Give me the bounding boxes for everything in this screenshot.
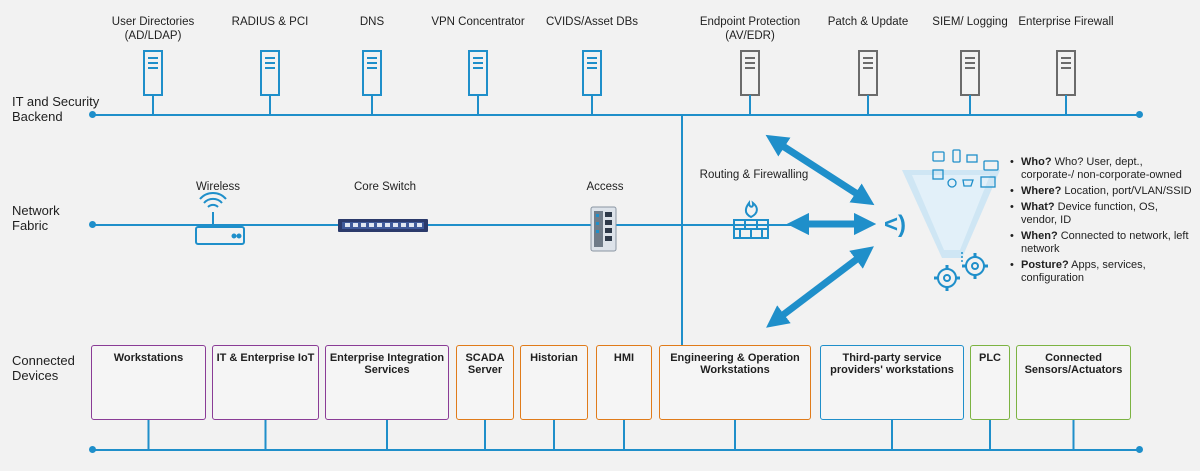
- backend-label-7: SIEM/ Logging: [932, 16, 1008, 28]
- device-group-label: SCADA Server: [465, 352, 505, 376]
- row-label-fabric: Network Fabric: [12, 203, 60, 233]
- backend-bus-start-dot: [89, 111, 96, 118]
- fabric-label-access: Access: [586, 181, 624, 193]
- backend-bus-line: [92, 114, 1140, 116]
- devices-bus-end-dot: [1136, 446, 1143, 453]
- device-group-box: Historian: [520, 345, 588, 420]
- device-group-label: Workstations: [113, 352, 184, 364]
- firewall-icon: [733, 200, 769, 239]
- device-group-label: HMI: [613, 352, 635, 364]
- funnel-symbol: <): [884, 211, 907, 238]
- backend-bus-end-dot: [1136, 111, 1143, 118]
- fabric-bus-start-dot: [89, 221, 96, 228]
- backend-label-5: Endpoint Protection (AV/EDR): [699, 16, 801, 42]
- core-switch-icon: [338, 219, 428, 232]
- device-group-label: Connected Sensors/Actuators: [1024, 352, 1123, 376]
- arrow-to-devices: [766, 246, 874, 328]
- server-icon: [143, 50, 163, 114]
- server-icon: [468, 50, 488, 114]
- server-icon: [960, 50, 980, 114]
- server-icon: [740, 50, 760, 114]
- device-group-label: Engineering & Operation Workstations: [670, 352, 800, 376]
- backend-label-8: Enterprise Firewall: [1018, 16, 1114, 28]
- device-group-label: IT & Enterprise IoT: [216, 352, 315, 364]
- server-icon: [260, 50, 280, 114]
- arrow-to-backend: [765, 134, 875, 206]
- device-group-box: PLC: [970, 345, 1010, 420]
- device-group-label: Enterprise Integration Services: [329, 352, 445, 376]
- backend-label-3: VPN Concentrator: [431, 16, 525, 28]
- row-label-backend: IT and Security Backend: [12, 94, 100, 124]
- fabric-label-core-switch: Core Switch: [354, 181, 416, 193]
- device-group-label: Third-party service providers' workstati…: [830, 352, 954, 376]
- backend-label-2: DNS: [359, 16, 385, 28]
- device-group-box: Engineering & Operation Workstations: [659, 345, 811, 420]
- context-bullets: •Who? Who? User, dept., corporate-/ non-…: [1010, 156, 1195, 288]
- device-group-label: PLC: [979, 352, 1001, 364]
- fabric-bus-line: [92, 224, 872, 226]
- fabric-label-wireless: Wireless: [195, 181, 241, 193]
- device-group-label: Historian: [530, 352, 578, 364]
- device-group-box: SCADA Server: [456, 345, 514, 420]
- device-group-box: Enterprise Integration Services: [325, 345, 449, 420]
- backend-label-4: CVIDS/Asset DBs: [545, 16, 639, 28]
- arrows: [765, 134, 877, 328]
- backend-label-1: RADIUS & PCI: [231, 16, 309, 28]
- access-switch-icon: [590, 206, 617, 252]
- server-icon: [858, 50, 878, 114]
- devices-bus-start-dot: [89, 446, 96, 453]
- bullet-where: •Where? Location, port/VLAN/SSID: [1010, 185, 1192, 197]
- device-group-box: Connected Sensors/Actuators: [1016, 345, 1131, 420]
- bullet-who: •Who? Who? User, dept., corporate-/ non-…: [1010, 156, 1182, 181]
- device-group-box: IT & Enterprise IoT: [212, 345, 319, 420]
- vertical-trunk-line: [681, 114, 683, 345]
- backend-label-6: Patch & Update: [827, 16, 909, 28]
- device-group-box: Third-party service providers' workstati…: [820, 345, 964, 420]
- devices-bus-line: [92, 449, 1140, 451]
- backend-label-0: User Directories (AD/LDAP): [111, 16, 195, 42]
- wireless-access-point-icon: [195, 192, 245, 245]
- bullet-what: •What? Device function, OS, vendor, ID: [1010, 201, 1158, 226]
- funnel-graphic: [902, 149, 1000, 291]
- server-icon: [1056, 50, 1076, 114]
- bullet-posture: •Posture? Apps, services, configuration: [1010, 259, 1146, 284]
- server-icon: [582, 50, 602, 114]
- server-icon: [362, 50, 382, 114]
- device-group-box: HMI: [596, 345, 652, 420]
- bullet-when: •When? Connected to network, left networ…: [1010, 230, 1189, 255]
- device-group-box: Workstations: [91, 345, 206, 420]
- row-label-devices: Connected Devices: [12, 353, 75, 383]
